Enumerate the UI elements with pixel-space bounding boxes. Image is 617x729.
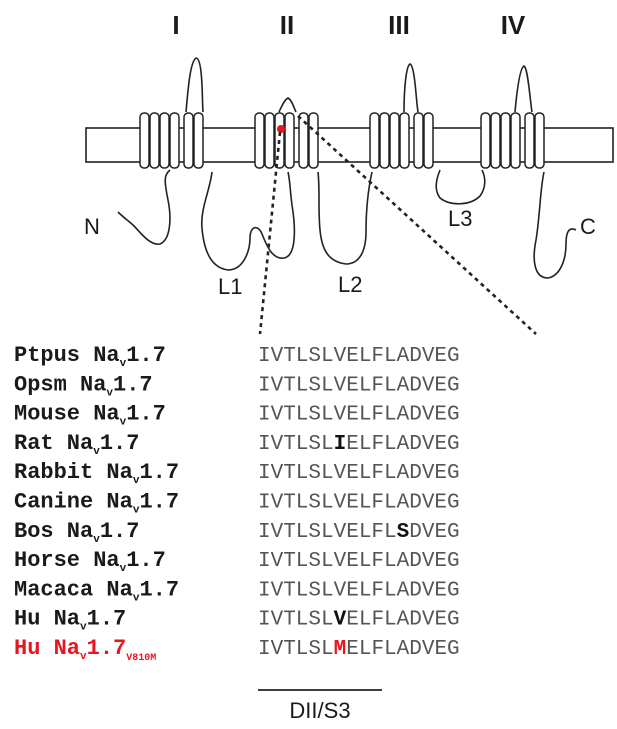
loop-L1: [200, 171, 296, 271]
sequence: IVTLSLVELFLADVEG: [258, 374, 460, 397]
sequence: IVTLSLVELFLADVEG: [258, 492, 460, 515]
zoom-line-left: [258, 131, 282, 335]
alignment-row: Hu Nav1.7V810M IVTLSLMELFLADVEG: [14, 636, 460, 664]
helix-d4-s6: [534, 112, 545, 169]
helix-d2-s4: [284, 112, 295, 169]
helix-d3-s2: [379, 112, 390, 169]
pore-loop-IV: [514, 65, 533, 113]
n-terminus: [117, 169, 171, 245]
helix-d3-s3: [389, 112, 400, 169]
helix-d2-s1: [254, 112, 265, 169]
species-name: Rat Nav1.7: [14, 431, 139, 458]
loop-l3-label: L3: [448, 206, 472, 231]
intracellular-loops: [117, 169, 577, 279]
helix-d4-s5: [524, 112, 535, 169]
zoom-line-right: [297, 115, 537, 335]
alignment-row: Horse Nav1.7 IVTLSLVELFLADVEG: [14, 548, 460, 575]
sequence: IVTLSLMELFLADVEG: [258, 638, 460, 661]
region-label: DII/S3: [289, 698, 350, 723]
c-terminus: [533, 171, 577, 279]
alignment-row: Rabbit Nav1.7 IVTLSLVELFLADVEG: [14, 460, 460, 487]
helix-d1-s6: [193, 112, 204, 169]
sequence: IVTLSLVELFLADVEG: [258, 609, 460, 632]
alignment-row: Bos Nav1.7 IVTLSLVELFLSDVEG: [14, 519, 460, 546]
sequence: IVTLSLVELFLSDVEG: [258, 521, 460, 544]
helix-d2-s6: [308, 112, 319, 169]
species-name: Hu Nav1.7: [14, 607, 126, 634]
helix-d2-s5: [298, 112, 309, 169]
species-name: Mouse Nav1.7: [14, 402, 166, 429]
alignment-row: Canine Nav1.7 IVTLSLVELFLADVEG: [14, 490, 460, 517]
helix-d2-s2: [264, 112, 275, 169]
species-name: Horse Nav1.7: [14, 548, 166, 575]
helix-d3-s5: [413, 112, 424, 169]
alignment-row: Hu Nav1.7 IVTLSLVELFLADVEG: [14, 607, 460, 634]
species-name: Ptpus Nav1.7: [14, 343, 166, 370]
alignment-row: Mouse Nav1.7 IVTLSLVELFLADVEG: [14, 402, 460, 429]
pore-loop-III: [403, 63, 419, 113]
alignment-row: Ptpus Nav1.7 IVTLSLVELFLADVEG: [14, 343, 460, 370]
pore-loops: [185, 57, 533, 113]
helix-d4-s4: [510, 112, 521, 169]
alignment-row: Opsm Nav1.7 IVTLSLVELFLADVEG: [14, 372, 460, 399]
species-name: Opsm Nav1.7: [14, 372, 153, 399]
sequence: IVTLSLVELFLADVEG: [258, 345, 460, 368]
helix-d1-s4: [169, 112, 180, 169]
helix-d1-s1: [139, 112, 150, 169]
c-terminus-label: C: [580, 214, 596, 239]
pore-loop-I: [185, 57, 204, 113]
domain-label-I: I: [172, 10, 179, 40]
helix-d3-s4: [399, 112, 410, 169]
helix-d3-s1: [369, 112, 380, 169]
helix-d4-s1: [480, 112, 491, 169]
domain-label-IV: IV: [501, 10, 526, 40]
domain-label-II: II: [280, 10, 294, 40]
helix-d1-s2: [149, 112, 160, 169]
sequence: IVTLSLVELFLADVEG: [258, 550, 460, 573]
helix-d1-s3: [159, 112, 170, 169]
loop-l2-label: L2: [338, 272, 362, 297]
helix-d4-s2: [490, 112, 501, 169]
helix-d3-s6: [423, 112, 434, 169]
species-name: Bos Nav1.7: [14, 519, 139, 546]
alignment-row: Macaca Nav1.7 IVTLSLVELFLADVEG: [14, 577, 460, 604]
domain-label-III: III: [388, 10, 410, 40]
alignment-row: Rat Nav1.7 IVTLSLIELFLADVEG: [14, 431, 460, 458]
sequence: IVTLSLVELFLADVEG: [258, 404, 460, 427]
loop-l1-label: L1: [218, 274, 242, 299]
sequence: IVTLSLVELFLADVEG: [258, 579, 460, 602]
species-name: Canine Nav1.7: [14, 490, 179, 517]
species-name: Macaca Nav1.7: [14, 577, 179, 604]
n-terminus-label: N: [84, 214, 100, 239]
mutation-site-marker: [277, 125, 285, 133]
loop-L3: [435, 169, 486, 205]
sequence: IVTLSLIELFLADVEG: [258, 433, 460, 456]
helix-d4-s3: [500, 112, 511, 169]
species-name: Rabbit Nav1.7: [14, 460, 179, 487]
loop-L2: [317, 171, 373, 265]
pore-loop-II: [278, 97, 297, 113]
sequence: IVTLSLVELFLADVEG: [258, 462, 460, 485]
species-name: Hu Nav1.7V810M: [14, 636, 156, 664]
helix-d1-s5: [183, 112, 194, 169]
